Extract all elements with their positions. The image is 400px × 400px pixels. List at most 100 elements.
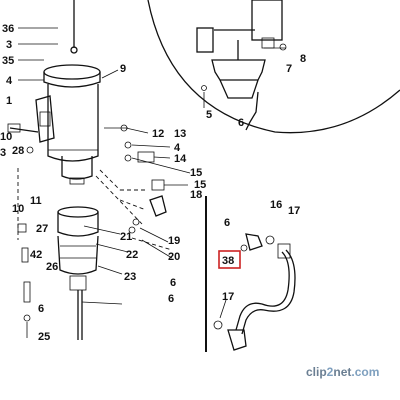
callout-labels: 36 3 35 4 1 9 7 8 5 6 10 28 3 12 13 4 14… bbox=[0, 23, 306, 343]
bowl-ring bbox=[57, 206, 99, 218]
leader-12 bbox=[125, 127, 149, 134]
drain-valve bbox=[69, 275, 87, 291]
callout-12: 12 bbox=[152, 128, 164, 140]
highlighted-callout: 38 bbox=[218, 250, 241, 269]
callout-7: 7 bbox=[286, 63, 292, 75]
callout-22: 22 bbox=[126, 249, 138, 261]
fitting-18 bbox=[151, 179, 165, 191]
callout-25: 25 bbox=[38, 331, 50, 343]
callout-8: 8 bbox=[300, 53, 306, 65]
callout-11: 11 bbox=[30, 195, 42, 207]
watermark-text: clip2net.com bbox=[306, 365, 379, 379]
leader-9 bbox=[101, 69, 119, 79]
callout-23: 23 bbox=[124, 271, 136, 283]
leader-dash-2 bbox=[119, 199, 147, 211]
leader-dash-4 bbox=[95, 175, 143, 225]
callout-15a: 15 bbox=[190, 167, 202, 179]
fuel-line-assembly bbox=[205, 196, 296, 352]
inset-upper-body bbox=[251, 0, 283, 41]
watermark-part-1: clip bbox=[306, 365, 327, 379]
leader-21 bbox=[83, 225, 121, 235]
leader-15 bbox=[131, 157, 191, 174]
oring-6-line bbox=[240, 244, 248, 252]
callout-10: 10 bbox=[0, 131, 12, 143]
water-bowl-assembly bbox=[17, 206, 99, 340]
filter-cap-top bbox=[43, 64, 101, 80]
callout-21: 21 bbox=[120, 231, 132, 243]
callout-13: 13 bbox=[174, 128, 186, 140]
callout-14: 14 bbox=[174, 153, 187, 165]
banjo-16 bbox=[245, 233, 263, 251]
elbow-16 bbox=[149, 195, 167, 217]
leader-4b bbox=[131, 144, 171, 148]
inset-filter-head bbox=[211, 59, 266, 81]
leader-17b bbox=[219, 299, 227, 319]
callout-17b: 17 bbox=[222, 291, 234, 303]
watermark-part-3: net bbox=[333, 365, 351, 379]
callout-1: 1 bbox=[6, 95, 12, 107]
watermark: clip2net.com bbox=[306, 365, 379, 379]
pipe-fitting-bottom bbox=[227, 329, 247, 351]
filter-element bbox=[47, 84, 99, 162]
leader-14 bbox=[153, 156, 171, 159]
side-fitting bbox=[9, 127, 39, 133]
washer-17 bbox=[265, 235, 275, 245]
leader-24 bbox=[81, 301, 123, 305]
sensor-27 bbox=[17, 223, 27, 233]
oring-bottom bbox=[213, 320, 223, 330]
leader-23 bbox=[97, 265, 123, 275]
callout-leaders bbox=[18, 27, 191, 305]
oring-4 bbox=[124, 141, 132, 149]
callout-6e: 6 bbox=[38, 303, 44, 315]
inset-drain-tube bbox=[245, 91, 259, 131]
callout-15b: 15 bbox=[194, 179, 206, 191]
filter-base bbox=[61, 156, 93, 180]
callout-17a: 17 bbox=[288, 205, 300, 217]
fuel-pipe bbox=[235, 251, 290, 331]
callout-27: 27 bbox=[36, 223, 48, 235]
inset-elbow bbox=[261, 37, 275, 49]
oring-15 bbox=[124, 154, 132, 162]
base-nut bbox=[69, 177, 85, 185]
bowl-upper bbox=[57, 212, 99, 237]
callout-26: 26 bbox=[46, 261, 58, 273]
oring-10 bbox=[132, 218, 140, 226]
leader-dash-3 bbox=[99, 169, 121, 191]
inset-oring bbox=[279, 43, 287, 51]
vent-ring bbox=[70, 46, 78, 54]
callout-20: 20 bbox=[168, 251, 180, 263]
inset-detail bbox=[147, 0, 400, 134]
bracket-slot bbox=[39, 111, 51, 127]
callout-9: 9 bbox=[120, 63, 126, 75]
callout-3: 3 bbox=[6, 39, 12, 51]
callout-35: 35 bbox=[2, 55, 14, 67]
highlight-box bbox=[218, 250, 241, 269]
callout-6d: 6 bbox=[168, 293, 174, 305]
callout-3b: 3 bbox=[0, 147, 6, 159]
sensor-plug bbox=[23, 281, 31, 303]
bowl-lower bbox=[57, 235, 99, 275]
fuel-pipe-b bbox=[241, 249, 296, 335]
inset-outline bbox=[147, 0, 400, 134]
leader-20 bbox=[141, 239, 173, 259]
side-plug bbox=[7, 123, 21, 133]
inset-washer bbox=[201, 85, 207, 91]
callout-36: 36 bbox=[2, 23, 14, 35]
callout-18: 18 bbox=[190, 189, 202, 201]
oring-10b bbox=[128, 226, 136, 234]
callout-6c: 6 bbox=[170, 277, 176, 289]
oring-28 bbox=[26, 146, 34, 154]
callout-42: 42 bbox=[30, 249, 42, 261]
callout-19: 19 bbox=[168, 235, 180, 247]
filter-cap bbox=[43, 72, 101, 88]
filter-head-bracket bbox=[35, 95, 55, 143]
callout-16: 16 bbox=[270, 199, 282, 211]
callout-5: 5 bbox=[206, 109, 212, 121]
leader-22 bbox=[95, 243, 129, 253]
oring-6 bbox=[23, 314, 31, 322]
sensor-42 bbox=[21, 247, 29, 263]
callout-10b: 10 bbox=[12, 203, 24, 215]
callout-4b: 4 bbox=[174, 142, 181, 154]
